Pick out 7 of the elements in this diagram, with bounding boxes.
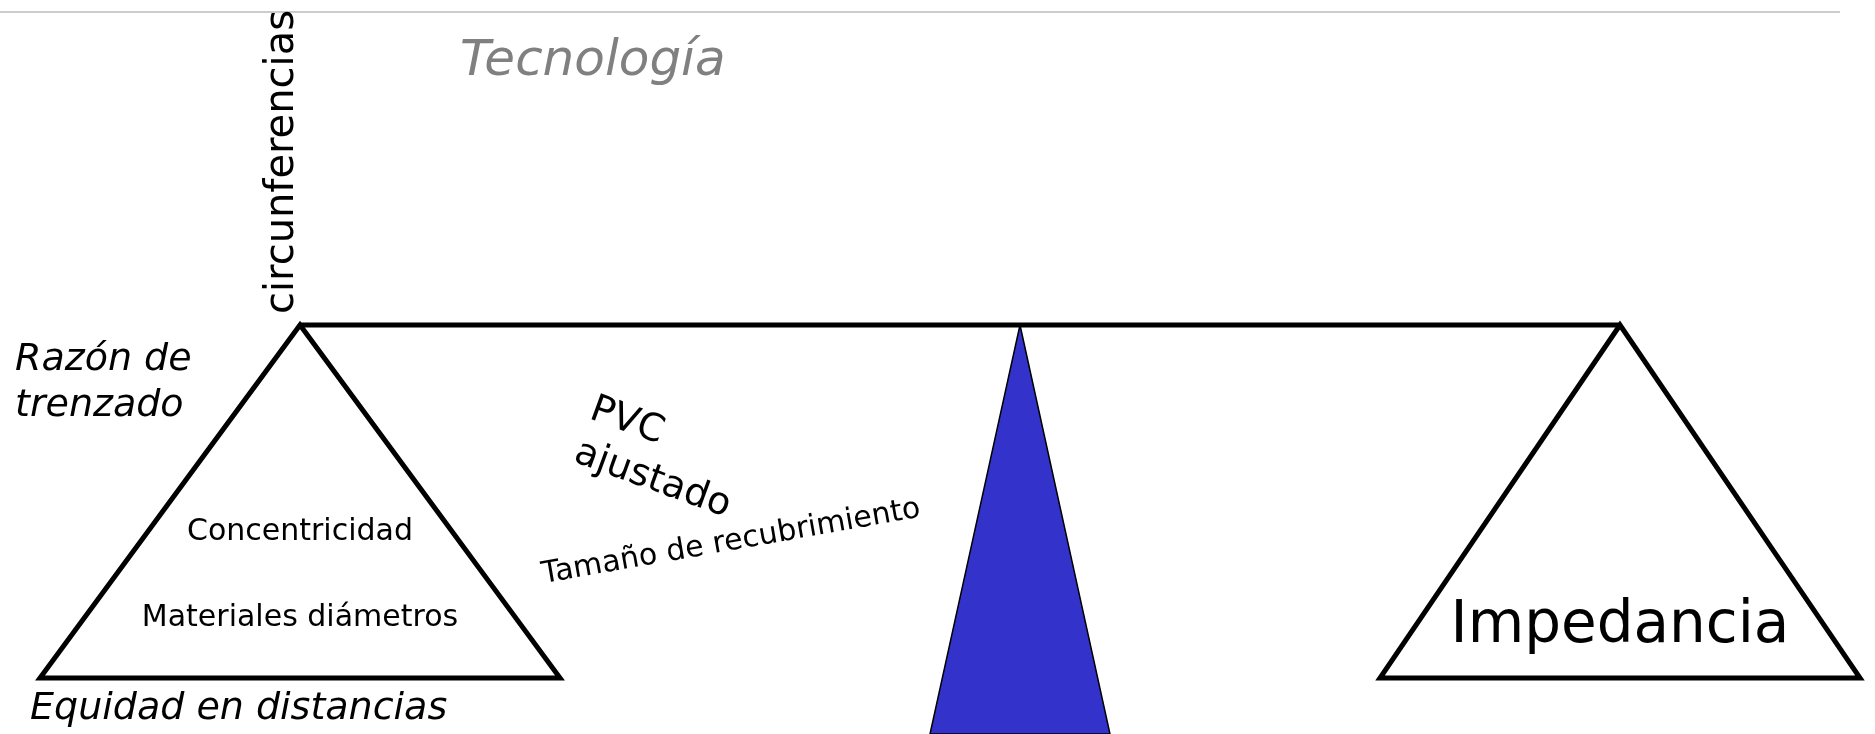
factor-label: Concentricidad bbox=[187, 512, 413, 548]
factor-label: Equidad en distancias bbox=[30, 684, 448, 730]
factor-label: Razón de trenzado bbox=[15, 335, 193, 427]
slide-title: Tecnología bbox=[460, 28, 726, 88]
factor-label: Materiales diámetros bbox=[141, 598, 459, 634]
weight-label: Impedancia bbox=[1450, 588, 1790, 658]
vertical-label: circunferencias bbox=[255, 10, 303, 315]
